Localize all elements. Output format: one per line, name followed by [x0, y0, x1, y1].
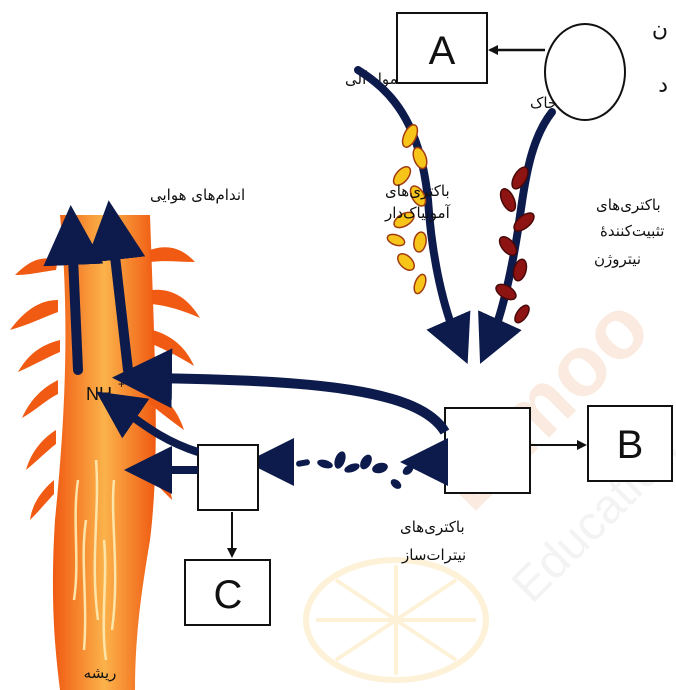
arrow-to-ammonium	[142, 378, 445, 432]
ammonium-superscript: +	[118, 377, 125, 391]
box-b-empty[interactable]	[445, 408, 530, 493]
ammonifying-label-line2: آمونیاک‌دار	[384, 204, 451, 222]
fixing-label-line1: باکتری‌های	[596, 196, 661, 214]
fixing-label-line3: نیتروژن	[594, 250, 641, 268]
box-c-empty[interactable]	[198, 445, 258, 510]
fixing-label-line2: تثبیت‌کنندهٔ	[600, 222, 664, 240]
aerial-organs-label: اندام‌های هوایی	[150, 186, 245, 204]
nitrifying-label-line2: نیترات‌ساز	[401, 546, 466, 564]
lemon-logo	[306, 560, 486, 680]
ammonium-text: NH	[86, 384, 112, 404]
arrow-up-left	[72, 235, 78, 370]
root-label: ریشه	[84, 664, 117, 682]
nitrifying-label-line1: باکتری‌های	[400, 518, 465, 536]
ammonifying-label-line1: باکتری‌های	[385, 182, 450, 200]
box-b-label: B	[617, 423, 644, 467]
partial-text-mid: د	[658, 73, 668, 98]
root	[10, 215, 200, 690]
nitrifying-bacteria	[296, 450, 416, 491]
box-a-label: A	[429, 29, 456, 73]
box-c-label: C	[214, 573, 243, 617]
partial-text-top: ن	[652, 17, 668, 42]
